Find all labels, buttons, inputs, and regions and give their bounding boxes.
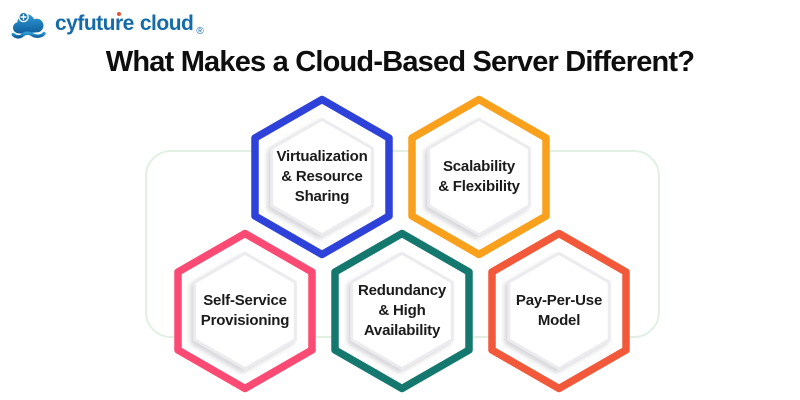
hexagon-shape <box>331 229 473 393</box>
hexagon-pay-per-use-model: Pay-Per-Use Model <box>487 229 631 393</box>
cloud-logo-icon <box>11 11 46 39</box>
hexagon-shape <box>488 229 630 393</box>
hexagon-redundancy-high-availability: Redundancy & High Availability <box>330 229 474 393</box>
page-title: What Makes a Cloud-Based Server Differen… <box>105 46 695 78</box>
registered-trademark-icon: ® <box>196 26 204 37</box>
logo-word-cyfuture: cyfuture <box>55 12 134 35</box>
hexagon-shape <box>174 229 316 393</box>
hexagon-inner-card <box>350 251 454 371</box>
hexagon-inner-card <box>427 117 531 237</box>
logo-word-cloud: cloud <box>139 12 194 35</box>
hexagon-self-service-provisioning: Self-Service Provisioning <box>173 229 317 393</box>
hexagon-inner-card <box>270 117 374 237</box>
hexagon-shape <box>251 95 393 259</box>
hexagon-inner-card <box>193 251 297 371</box>
hexagon-shape <box>408 95 550 259</box>
cyfuture-cloud-logo: cyfuture cloud ® <box>10 6 206 42</box>
logo-text: cyfuture cloud ® <box>55 12 206 37</box>
logo-orange-dot <box>116 12 121 16</box>
hexagon-inner-card <box>507 251 611 371</box>
